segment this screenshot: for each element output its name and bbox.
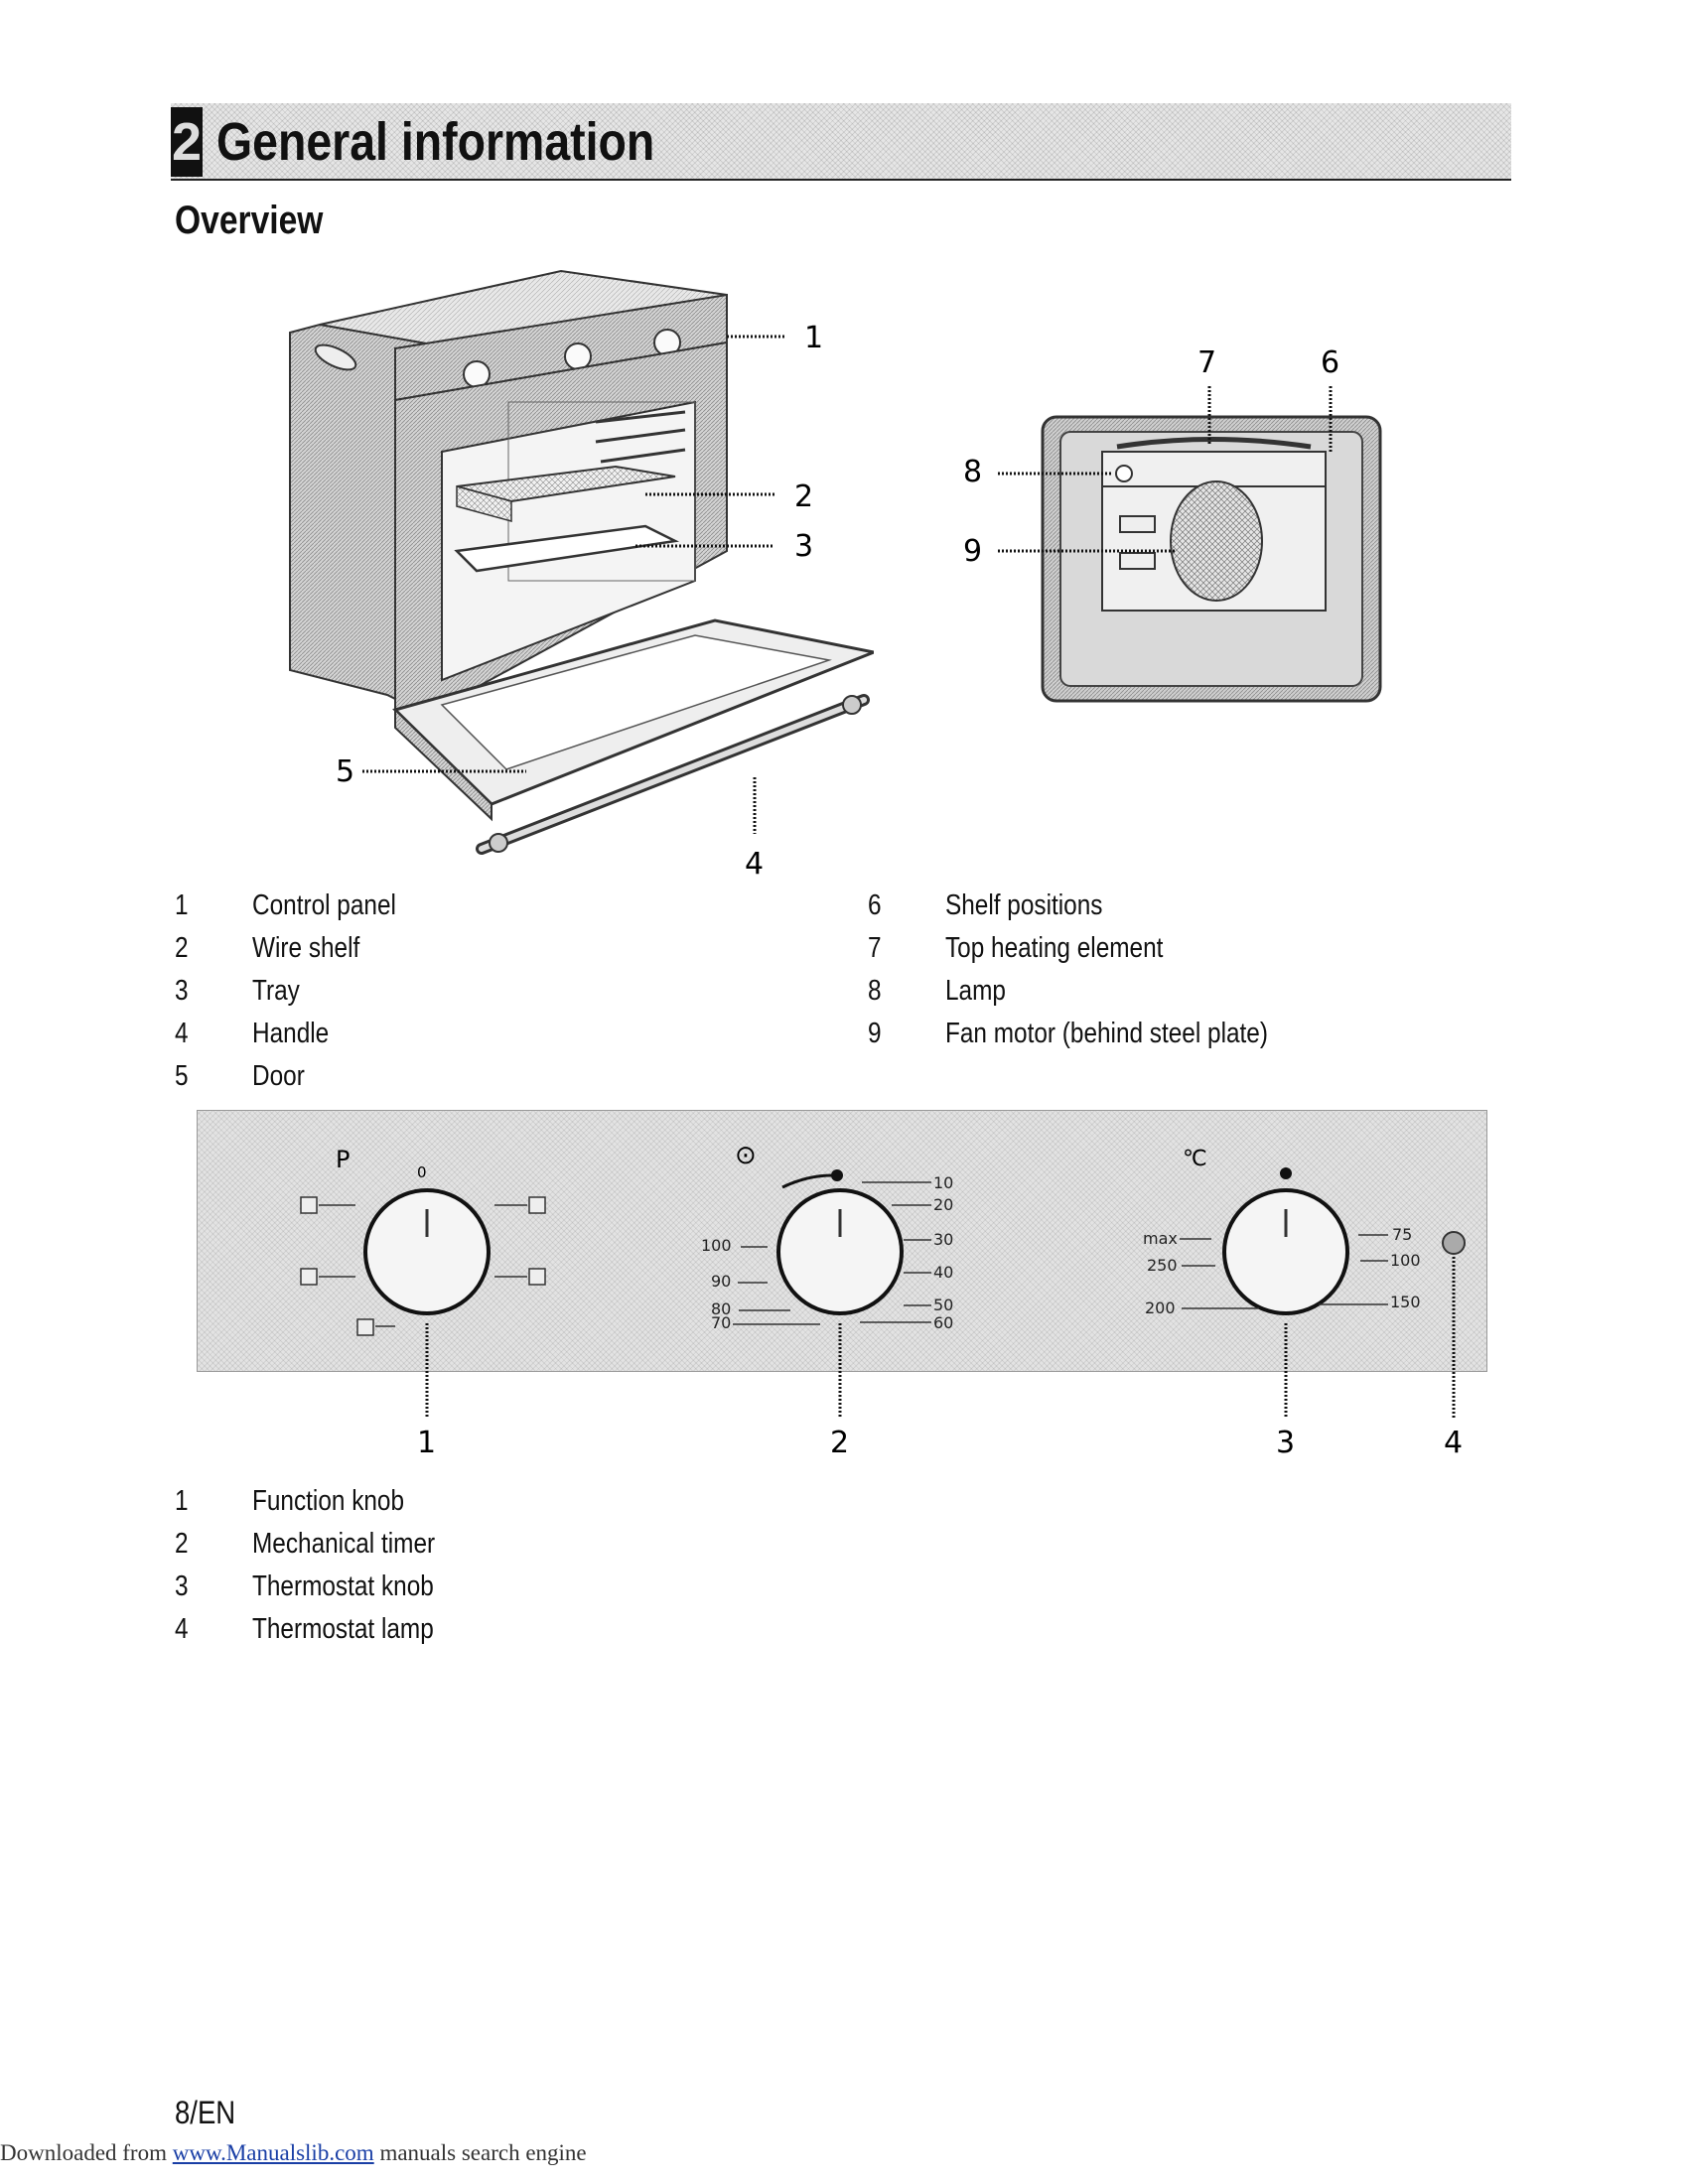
function-knob-zero: 0 (417, 1163, 427, 1181)
thermostat-lamp (1442, 1231, 1466, 1255)
legend-label: Mechanical timer (252, 1528, 436, 1560)
chapter-number: 2 (171, 107, 203, 177)
callout-7: 7 (1197, 345, 1216, 380)
page-number: 8/EN (175, 2095, 236, 2130)
callout-9: 9 (963, 534, 982, 569)
callout-4: 4 (745, 847, 764, 882)
legend-num: 3 (175, 1570, 189, 1602)
legend-label: Tray (252, 975, 300, 1007)
timer-scale-70: 70 (711, 1313, 731, 1332)
callout-8: 8 (963, 455, 982, 489)
legend-label: Thermostat knob (252, 1570, 434, 1602)
legend-num: 4 (175, 1018, 189, 1049)
panel-callout-4: 4 (1444, 1426, 1463, 1460)
timer-icon: ⊙ (735, 1141, 757, 1170)
timer-scale-30: 30 (933, 1230, 953, 1249)
legend-num: 7 (868, 932, 882, 964)
chapter-title: General information (216, 112, 655, 172)
timer-knob (776, 1188, 904, 1315)
thermo-scale-max: max (1143, 1229, 1178, 1248)
oven-mode-icon (356, 1318, 374, 1336)
legend-label: Shelf positions (945, 889, 1103, 921)
chapter-header-bar (171, 103, 1511, 181)
thermo-scale-150: 150 (1390, 1293, 1421, 1311)
callout-5: 5 (336, 754, 354, 789)
timer-scale-80: 80 (711, 1299, 731, 1318)
footer: Downloaded from www.Manualslib.com manua… (0, 2138, 587, 2168)
thermo-scale-250: 250 (1147, 1256, 1178, 1275)
legend-num: 2 (175, 1528, 189, 1560)
timer-scale-20: 20 (933, 1195, 953, 1214)
timer-scale-10: 10 (933, 1173, 953, 1192)
oven-interior-illustration: 7 6 8 9 (963, 345, 1382, 703)
callout-6: 6 (1321, 345, 1339, 380)
legend-num: 8 (868, 975, 882, 1007)
legend-label: Control panel (252, 889, 396, 921)
callout-2: 2 (794, 479, 813, 514)
oven-mode-icon (300, 1196, 318, 1214)
legend-label: Thermostat lamp (252, 1613, 434, 1645)
legend-label: Function knob (252, 1485, 405, 1517)
panel-callout-2: 2 (830, 1426, 849, 1460)
callout-3: 3 (794, 529, 813, 564)
callout-1: 1 (804, 321, 823, 355)
timer-scale-50: 50 (933, 1296, 953, 1314)
function-knob-symbol: P (336, 1146, 350, 1173)
section-heading: Overview (175, 199, 324, 242)
timer-scale-40: 40 (933, 1263, 953, 1282)
panel-callout-3: 3 (1276, 1426, 1295, 1460)
legend-num: 6 (868, 889, 882, 921)
legend-num: 4 (175, 1613, 189, 1645)
legend-num: 3 (175, 975, 189, 1007)
legend-label: Fan motor (behind steel plate) (945, 1018, 1268, 1049)
legend-label: Handle (252, 1018, 330, 1049)
legend-label: Top heating element (945, 932, 1164, 964)
timer-scale-100: 100 (701, 1236, 732, 1255)
thermostat-icon: ℃ (1183, 1147, 1207, 1171)
thermo-scale-100: 100 (1390, 1251, 1421, 1270)
timer-scale-90: 90 (711, 1272, 731, 1291)
oven-mode-icon (300, 1268, 318, 1286)
control-panel-svg: P 0 ⊙ 10 20 30 40 50 60 70 80 90 100 ℃ m… (300, 1141, 1466, 1460)
thermo-scale-75: 75 (1392, 1225, 1412, 1244)
panel-callout-1: 1 (417, 1426, 436, 1460)
legend-num: 5 (175, 1060, 189, 1092)
oven-mode-icon (528, 1268, 546, 1286)
timer-scale-60: 60 (933, 1313, 953, 1332)
function-knob (363, 1188, 491, 1315)
footer-suffix: manuals search engine (373, 2140, 587, 2165)
oven-illustration: 1 2 3 4 5 (289, 269, 874, 882)
legend-label: Wire shelf (252, 932, 360, 964)
legend-num: 2 (175, 932, 189, 964)
oven-mode-icon (528, 1196, 546, 1214)
thermo-scale-200: 200 (1145, 1298, 1176, 1317)
legend-num: 1 (175, 889, 189, 921)
footer-prefix: Downloaded from (0, 2140, 173, 2165)
legend-num: 9 (868, 1018, 882, 1049)
manualslib-link[interactable]: www.Manualslib.com (172, 2140, 374, 2165)
thermostat-knob (1222, 1188, 1349, 1315)
legend-label: Door (252, 1060, 305, 1092)
legend-num: 1 (175, 1485, 189, 1517)
legend-label: Lamp (945, 975, 1006, 1007)
